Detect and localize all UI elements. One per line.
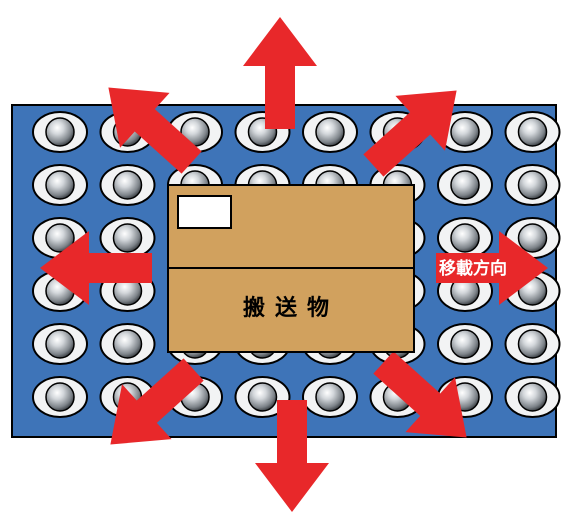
arrow-up-left: [108, 87, 202, 174]
ball-transfer-unit: [437, 111, 493, 153]
cargo-label: 搬送物: [243, 295, 339, 321]
ball-transfer-unit: [32, 376, 88, 418]
ball-transfer-unit: [32, 111, 88, 153]
ball-transfer-unit: [99, 323, 156, 365]
ball-transfer-unit: [32, 323, 88, 365]
shipping-label: [177, 195, 232, 229]
ball-transfer-unit: [504, 111, 561, 153]
transfer-direction-label: 移載方向: [439, 258, 507, 279]
ball-transfer-unit: [99, 217, 156, 259]
ball-transfer-unit: [504, 376, 561, 418]
arrow-down: [255, 400, 329, 512]
ball-transfer-unit: [32, 164, 88, 206]
arrow-up-right: [363, 90, 457, 177]
arrow-left: [40, 231, 152, 305]
ball-transfer-unit: [302, 111, 358, 153]
ball-transfer-unit: [234, 376, 291, 418]
ball-transfer-unit: [437, 217, 493, 259]
ball-transfer-unit: [302, 376, 358, 418]
arrow-down-right: [373, 351, 467, 438]
arrow-down-left: [110, 358, 204, 445]
ball-transfer-unit: [437, 164, 493, 206]
arrow-right: [436, 231, 548, 305]
ball-transfer-unit: [437, 323, 493, 365]
ball-transfer-unit: [504, 164, 561, 206]
transfer-arrows: [40, 17, 548, 512]
arrow-up: [243, 17, 317, 129]
ball-transfer-unit: [504, 323, 561, 365]
cargo-box: 搬送物: [167, 184, 415, 353]
ball-transfer-unit: [99, 164, 156, 206]
